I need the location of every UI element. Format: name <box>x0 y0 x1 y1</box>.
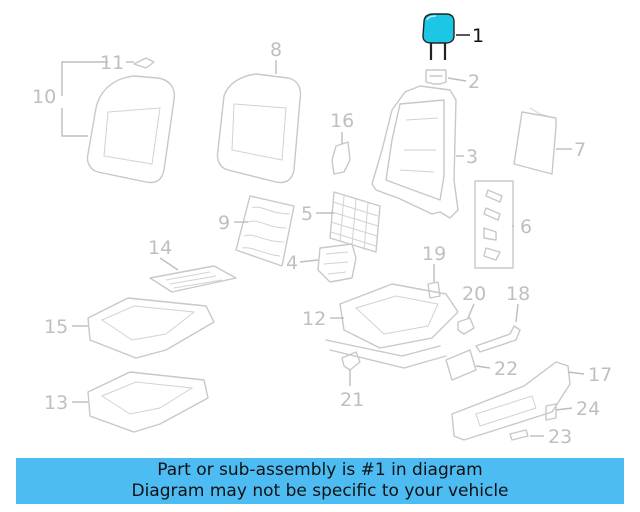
part-6-clip-kit[interactable] <box>474 180 514 269</box>
callout-6[interactable]: 6 <box>520 216 532 238</box>
part-16-bracket[interactable] <box>331 141 351 175</box>
part-18-lever[interactable] <box>475 325 521 353</box>
callout-9[interactable]: 9 <box>218 212 230 234</box>
banner-line-1: Part or sub-assembly is #1 in diagram <box>157 460 483 480</box>
part-23-knob[interactable] <box>509 429 529 441</box>
part-19-cap[interactable] <box>427 281 441 299</box>
callout-1[interactable]: 1 <box>472 25 484 47</box>
info-banner: Part or sub-assembly is #1 in diagram Di… <box>16 458 624 504</box>
callout-16[interactable]: 16 <box>330 110 354 132</box>
part-3-seatback-frame[interactable] <box>371 85 459 219</box>
part-1-headrest[interactable] <box>422 13 455 60</box>
callout-11[interactable]: 11 <box>100 52 124 74</box>
callout-10[interactable]: 10 <box>32 86 56 108</box>
callout-2[interactable]: 2 <box>468 71 480 93</box>
callout-23[interactable]: 23 <box>548 426 572 448</box>
part-10-seatback-cushion[interactable] <box>86 75 176 184</box>
callout-21[interactable]: 21 <box>340 389 364 411</box>
callout-12[interactable]: 12 <box>302 308 326 330</box>
callout-18[interactable]: 18 <box>506 283 530 305</box>
part-4-recliner[interactable] <box>317 243 357 283</box>
callout-4[interactable]: 4 <box>286 252 298 274</box>
part-12-seat-track[interactable] <box>325 283 459 369</box>
callout-7[interactable]: 7 <box>574 139 586 161</box>
part-11-clip[interactable] <box>133 57 155 69</box>
part-8-seatback-cover[interactable] <box>216 73 302 184</box>
callout-8[interactable]: 8 <box>270 39 282 61</box>
part-24-knob[interactable] <box>545 403 557 421</box>
part-13-seat-cover[interactable] <box>87 371 209 433</box>
callout-17[interactable]: 17 <box>588 364 612 386</box>
part-14-seat-heater[interactable] <box>149 265 237 293</box>
callout-20[interactable]: 20 <box>462 283 486 305</box>
callout-13[interactable]: 13 <box>44 392 68 414</box>
callout-19[interactable]: 19 <box>422 243 446 265</box>
callout-labels: 1 2 3 4 5 6 7 8 9 10 11 12 13 14 15 16 1… <box>32 25 612 448</box>
callout-22[interactable]: 22 <box>494 358 518 380</box>
part-22-switch[interactable] <box>445 349 477 381</box>
part-15-seat-cushion[interactable] <box>87 297 215 359</box>
banner-line-2: Diagram may not be specific to your vehi… <box>131 481 509 501</box>
part-21-bracket[interactable] <box>341 351 361 371</box>
callout-24[interactable]: 24 <box>576 398 600 420</box>
part-7-back-panel[interactable] <box>513 107 557 175</box>
leader-lines <box>61 34 585 437</box>
callout-15[interactable]: 15 <box>44 316 68 338</box>
callout-14[interactable]: 14 <box>148 237 172 259</box>
part-2-headrest-guide[interactable] <box>425 69 447 85</box>
part-9-heater-pad[interactable] <box>235 195 295 267</box>
callout-3[interactable]: 3 <box>466 146 478 168</box>
callout-5[interactable]: 5 <box>301 203 313 225</box>
part-17-side-shield[interactable] <box>451 361 571 441</box>
part-5-lumbar-support[interactable] <box>329 191 381 253</box>
part-20-cover[interactable] <box>457 317 475 335</box>
